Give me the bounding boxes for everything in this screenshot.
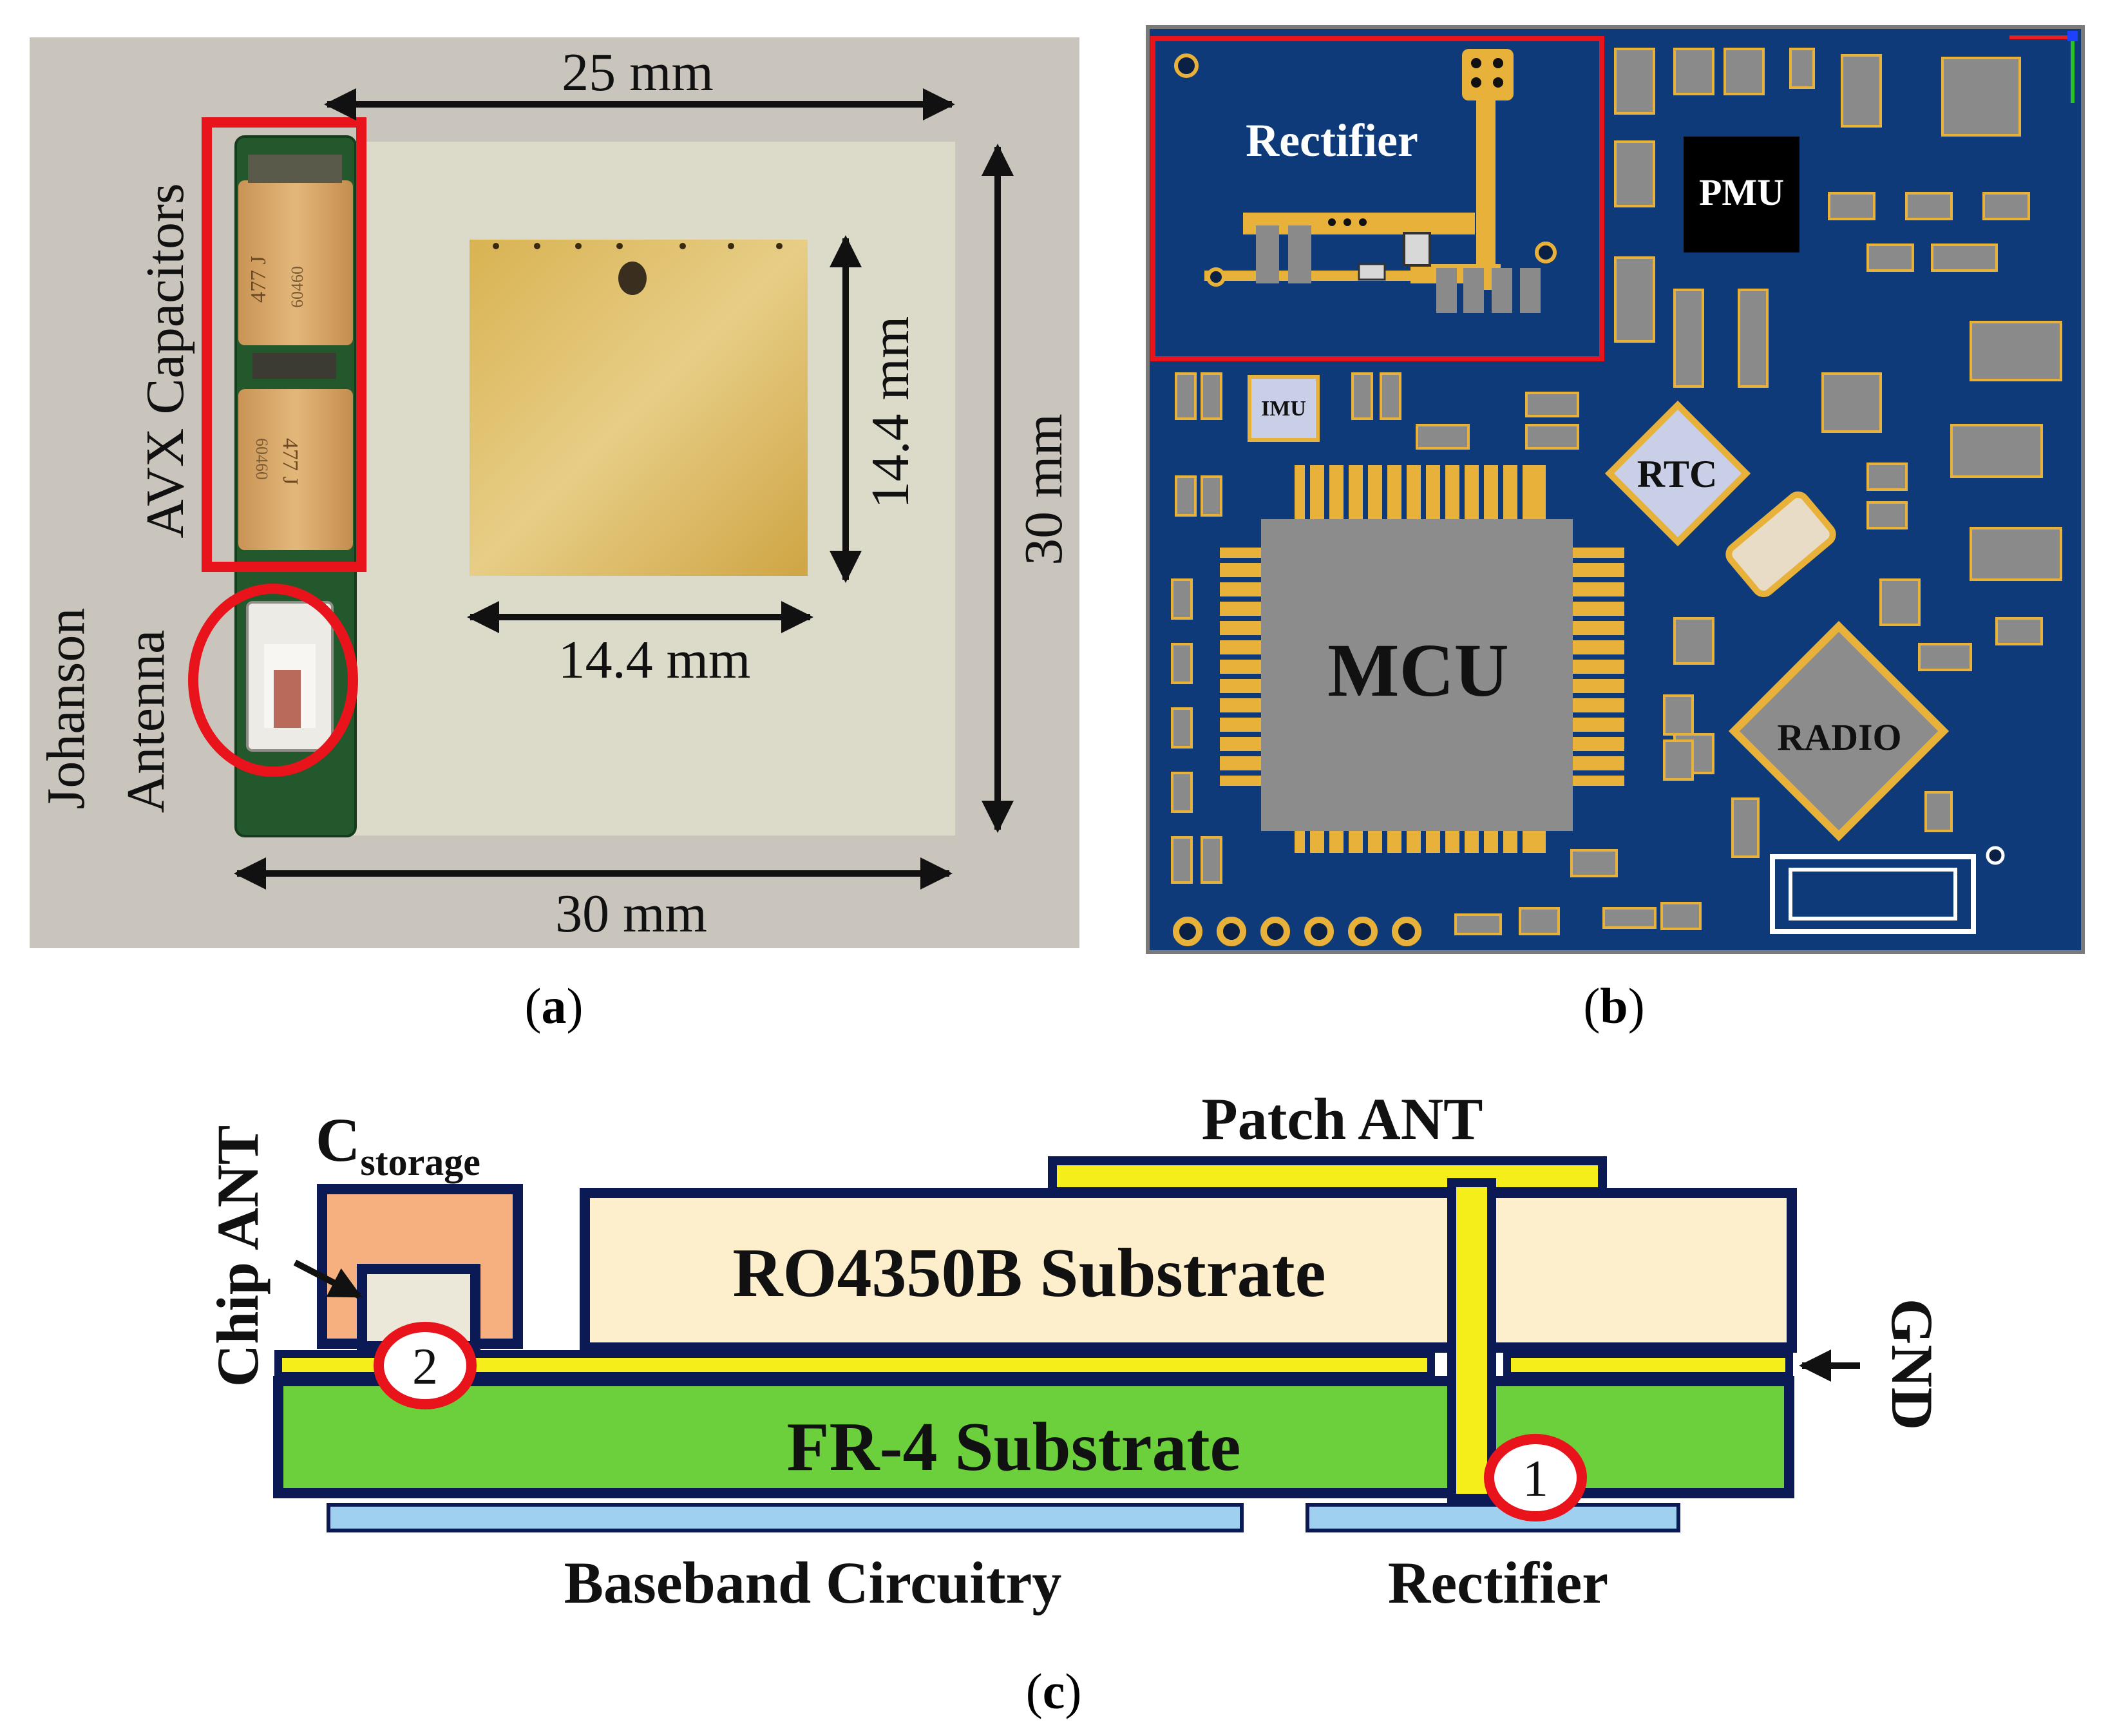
capacitor-1-marking: 477 J: [247, 256, 271, 303]
rectifier-layer: [1306, 1503, 1680, 1532]
fr4-label: FR-4 Substrate: [787, 1409, 1241, 1485]
pcb-gap-component: [252, 353, 336, 379]
gnd-label: GND: [1879, 1299, 1945, 1430]
mcu-label: MCU: [1327, 628, 1509, 712]
rectifier-bottom-label: Rectifier: [1388, 1550, 1608, 1616]
mount-hole: [1174, 53, 1199, 78]
marker-2: 2: [374, 1322, 477, 1409]
radio-chip: [1728, 620, 1950, 842]
rtc-chip: [1604, 400, 1751, 547]
label-avx-capacitors: AVX Capacitors: [135, 183, 195, 538]
dim-label-top: 25 mm: [562, 43, 714, 102]
pmu-chip: [1684, 137, 1799, 253]
chip-antenna-footprint: [1770, 854, 1976, 934]
dim-label-patch-h: 14.4 mm: [558, 630, 751, 690]
axis-origin: [2067, 31, 2078, 41]
label-antenna: Antenna: [116, 630, 176, 814]
crystal: [1725, 491, 1836, 597]
patch-ant-label: Patch ANT: [1202, 1086, 1483, 1152]
dim-label-bottom: 30 mm: [555, 884, 707, 944]
rectifier-pad-round: [1206, 267, 1226, 287]
imu-chip: [1248, 375, 1320, 442]
marker-1-label: 1: [1523, 1451, 1548, 1507]
patch-ant-layer: [1048, 1156, 1607, 1196]
mcu-chip: [1261, 519, 1573, 831]
avx-capacitor-1: 477 J 60460: [238, 155, 353, 345]
mount-hole-2: [1986, 846, 2005, 865]
antenna-highlight-ellipse: [188, 584, 358, 777]
rectifier-vias: [1328, 58, 1503, 226]
panel-a: 477 J 60460 477 J 60460 25 mm: [30, 37, 1079, 1034]
pcb-strip-edge: [234, 135, 357, 837]
caption-b: (b): [1583, 978, 1644, 1034]
rtc-label: RTC: [1637, 453, 1718, 495]
capacitors-highlight-box: [202, 117, 366, 572]
label-johanson: Johanson: [36, 608, 96, 810]
chip-ant-pointer: [293, 1259, 363, 1299]
capacitor-2-code: 60460: [252, 438, 271, 480]
chip-ant-label: Chip ANT: [205, 1125, 271, 1388]
rectifier-components: [1256, 225, 1541, 313]
capacitor-2-marking: 477 J: [278, 438, 302, 485]
passive-components: [1171, 48, 2062, 935]
caption-c: (c): [1026, 1663, 1082, 1719]
dim-label-patch-v: 14.4 mm: [860, 316, 920, 509]
panel-b: Rectifier PMU IMU R: [1146, 25, 2085, 1034]
panel-c: Patch ANT RO4350B Substrate FR-4 Substra…: [205, 1086, 1945, 1719]
capacitor-1-code: 60460: [288, 266, 307, 308]
feed-via: [1447, 1178, 1496, 1503]
c-storage-label: Cstorage: [316, 1105, 480, 1183]
baseband-label: Baseband Circuitry: [564, 1550, 1062, 1616]
baseband-circuitry-layer: [327, 1503, 1244, 1532]
dim-label-right: 30 mm: [1014, 414, 1074, 566]
chip-antenna-footprint-inner: [1789, 868, 1957, 920]
ro4350b-substrate: [580, 1188, 1797, 1353]
bottom-header-pads: [1173, 917, 1421, 946]
gold-patch-antenna: [470, 240, 808, 576]
marker-2-label: 2: [412, 1339, 438, 1395]
johanson-chip-antenna: [246, 601, 334, 752]
avx-capacitor-2: 477 J 60460: [238, 389, 353, 550]
radio-label: RADIO: [1777, 716, 1901, 758]
rectifier-pad-round-2: [1535, 242, 1557, 263]
gnd-layer-right: [1503, 1350, 1793, 1380]
imu-label: IMU: [1261, 397, 1306, 421]
rectifier-label: Rectifier: [1246, 115, 1418, 166]
patch-feed-solder: [618, 262, 647, 295]
pmu-label: PMU: [1699, 171, 1784, 213]
rectifier-highlight-box: [1150, 36, 1604, 361]
marker-1: 1: [1484, 1434, 1587, 1521]
ro4350b-label: RO4350B Substrate: [732, 1235, 1325, 1312]
caption-a: (a): [525, 978, 584, 1034]
patch-vias: [493, 243, 783, 249]
